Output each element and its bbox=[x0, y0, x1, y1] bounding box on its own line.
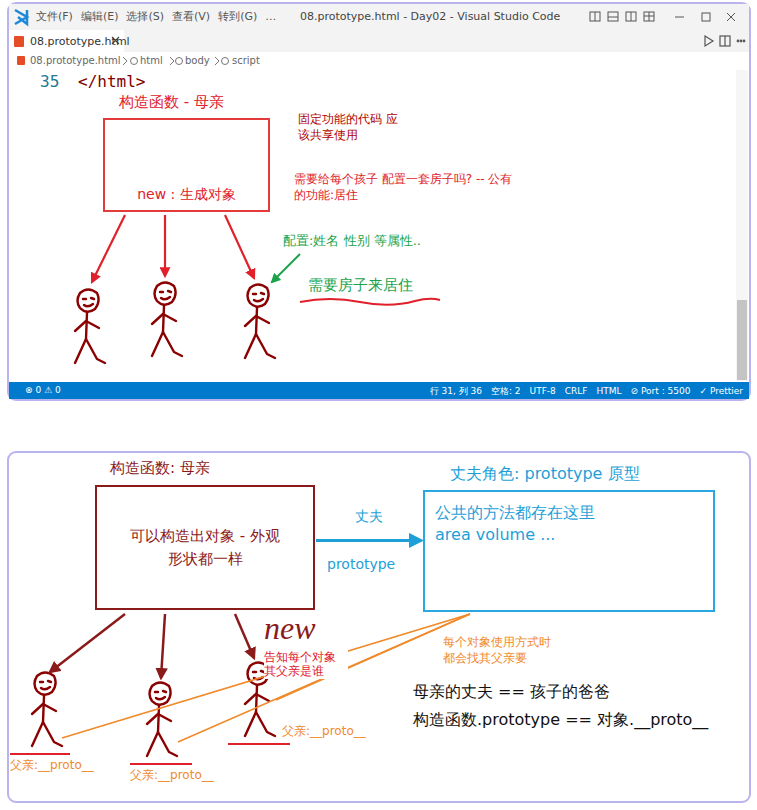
window-frame bbox=[8, 3, 750, 400]
window-title: 08.prototype.html - Day02 - Visual Studi… bbox=[300, 10, 560, 23]
node-heading: 构造函数 - 母亲 bbox=[119, 93, 224, 112]
menu-item: 文件(F) bbox=[36, 10, 73, 23]
tab-bar bbox=[9, 30, 749, 52]
child-figure bbox=[152, 283, 182, 357]
html-icon bbox=[17, 56, 25, 65]
menu-item: 查看(V) bbox=[172, 10, 210, 23]
attribute-arrow bbox=[272, 254, 300, 282]
constructor-box: 构造函数 - 母亲new : 生成对象 bbox=[103, 118, 270, 212]
note: 需要房子来居住 bbox=[308, 276, 413, 294]
handwritten-note: new bbox=[264, 612, 316, 644]
node-heading: 构造函数: 母亲 bbox=[110, 459, 210, 478]
scrollbar bbox=[736, 70, 748, 381]
new-arrows bbox=[50, 614, 254, 678]
wavy-underline bbox=[300, 299, 440, 305]
status-item: ⊘ Port : 5500 bbox=[631, 386, 691, 397]
status-item: CRLF bbox=[565, 386, 588, 397]
note: 固定功能的代码 应该共享使用 bbox=[298, 112, 398, 143]
prototype-box: 丈夫角色: prototype 原型公共的方法都存在这里 area volume… bbox=[423, 490, 715, 612]
breadcrumb-separators bbox=[123, 57, 229, 65]
status-item: HTML bbox=[597, 386, 622, 397]
menu-bar: 文件(F) 编辑(E) 选择(S) 查看(V) 转到(G) … bbox=[36, 10, 276, 23]
breadcrumb: html bbox=[140, 55, 163, 67]
formula: 母亲的丈夫 == 孩子的爸爸 bbox=[413, 682, 610, 701]
note: 告知每个对象 其父亲是谁 bbox=[264, 650, 348, 679]
menu-item: 选择(S) bbox=[126, 10, 164, 23]
node-body: 公共的方法都存在这里 area volume ... bbox=[435, 502, 610, 547]
breadcrumb: body bbox=[185, 55, 210, 67]
vscode-logo bbox=[15, 10, 27, 24]
proto-label: 父亲:__proto__ bbox=[10, 758, 94, 772]
line-number: 35 bbox=[40, 72, 59, 91]
window-controls bbox=[590, 12, 735, 21]
formula: 构造函数.prototype == 对象.__proto__ bbox=[413, 710, 708, 729]
child-figure bbox=[32, 673, 62, 747]
child-figure bbox=[147, 683, 177, 757]
menu-item: 转到(G) bbox=[218, 10, 257, 23]
prototype-arrow bbox=[316, 539, 421, 542]
status-item: UTF-8 bbox=[530, 386, 556, 397]
node-body: 可以构造出对象 - 外观形状都一样 bbox=[130, 525, 280, 570]
edge-sublabel: prototype bbox=[327, 556, 395, 573]
breadcrumb: 08.prototype.html bbox=[30, 55, 121, 67]
editor-actions bbox=[705, 36, 745, 46]
proto-label: 父亲:__proto__ bbox=[130, 768, 214, 782]
panel-frame bbox=[8, 452, 750, 802]
note: 配置:姓名 性别 等属性.. bbox=[283, 233, 421, 249]
node-body: new : 生成对象 bbox=[137, 186, 236, 204]
code-line: </html> bbox=[78, 72, 145, 91]
title-bar bbox=[9, 4, 749, 30]
status-item: 行 31, 列 36 bbox=[430, 386, 482, 397]
tab-title: 08.prototype.html bbox=[30, 35, 130, 48]
menu-item: … bbox=[265, 10, 276, 23]
note: 需要给每个孩子 配置一套房子吗? -- 公有的功能:居住 bbox=[294, 172, 522, 203]
constructor-box: 构造函数: 母亲可以构造出对象 - 外观形状都一样 bbox=[95, 485, 315, 610]
proto-label: 父亲:__proto__ bbox=[282, 724, 366, 738]
status-item: 空格: 2 bbox=[491, 386, 521, 397]
status-item: ⊗ 0 ⚠ 0 bbox=[25, 385, 61, 396]
edge-label: 丈夫 bbox=[355, 508, 383, 525]
child-figure bbox=[75, 290, 105, 364]
status-bar bbox=[9, 382, 749, 399]
html-icon bbox=[14, 36, 24, 47]
menu-item: 编辑(E) bbox=[81, 10, 119, 23]
new-arrows bbox=[92, 215, 254, 282]
scroll-thumb bbox=[737, 300, 747, 380]
child-figure bbox=[245, 285, 275, 359]
breadcrumb: script bbox=[232, 55, 260, 67]
node-heading: 丈夫角色: prototype 原型 bbox=[450, 464, 640, 485]
status-items: 行 31, 列 36 空格: 2 UTF-8 CRLF HTML ⊘ Port : 550… bbox=[421, 384, 743, 398]
status-item: ✓ Prettier bbox=[699, 386, 743, 397]
note: 每个对象使用方式时 都会找其父亲要 bbox=[443, 634, 565, 666]
